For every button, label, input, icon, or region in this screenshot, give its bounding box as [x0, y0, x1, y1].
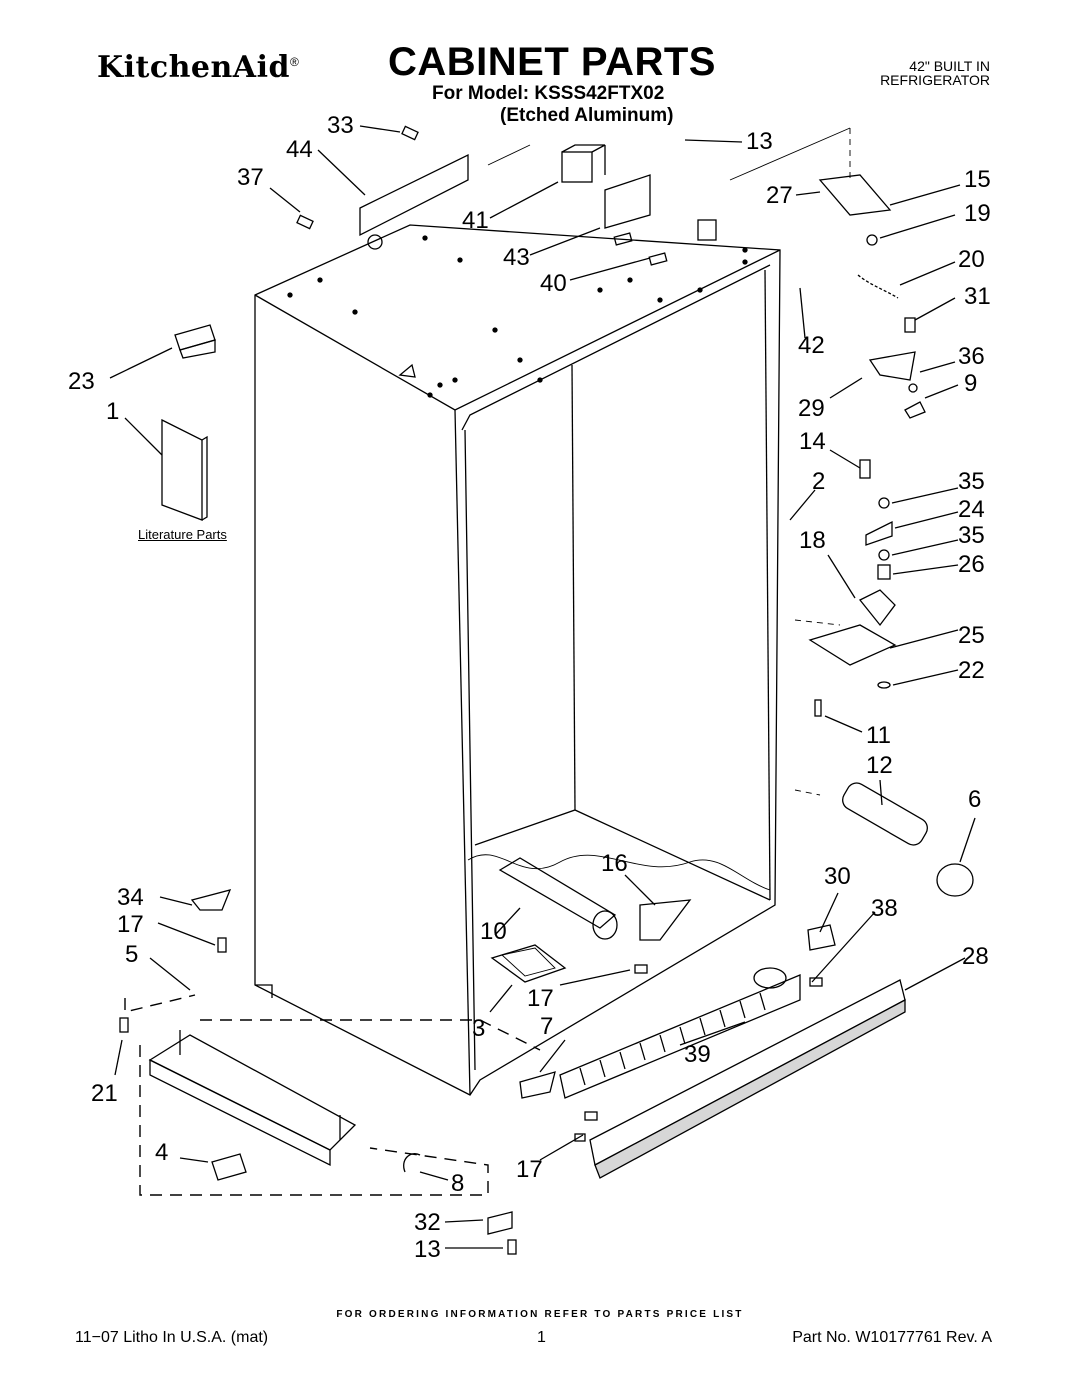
literature-booklet-icon: [161, 418, 208, 521]
callout-1: 1: [106, 398, 120, 425]
part-3-plate: [490, 944, 567, 983]
water-filter: [794, 782, 974, 897]
registered-mark: ®: [289, 55, 300, 69]
part-7-toe-grille: [559, 967, 801, 1099]
brand-wordmark: KitchenAid: [97, 50, 290, 85]
lower-base-frame: [148, 1030, 357, 1167]
ordering-note: FOR ORDERING INFORMATION REFER TO PARTS …: [336, 1309, 744, 1320]
callout-19: 19: [964, 200, 991, 227]
callout-10: 10: [480, 918, 507, 945]
part-28-kick-plate: [589, 979, 906, 1179]
callout-11: 11: [866, 722, 891, 749]
callout-6: 6: [968, 786, 982, 813]
callout-9: 9: [964, 370, 978, 397]
finish-line: (Etched Aluminum): [500, 105, 674, 126]
model-line: For Model: KSSS42FTX02: [432, 83, 665, 104]
part-41-box: [561, 144, 606, 183]
callout-13-top: 13: [746, 128, 773, 155]
callout-26: 26: [958, 551, 985, 578]
callout-40: 40: [540, 270, 567, 297]
callout-42: 42: [798, 332, 825, 359]
part-23-bracket: [174, 324, 216, 359]
callout-13-bottom: 13: [414, 1236, 441, 1263]
base-dashed-outline: [124, 994, 541, 1196]
part-44-top-bracket: [359, 144, 531, 237]
callout-23: 23: [68, 368, 95, 395]
callout-20: 20: [958, 246, 985, 273]
callout-17-middle: 17: [527, 985, 554, 1012]
part-number: Part No. W10177761 Rev. A: [792, 1329, 992, 1346]
kitchenaid-logo: KitchenAid®: [97, 50, 299, 85]
callout-25: 25: [958, 622, 985, 649]
callout-30: 30: [824, 863, 851, 890]
lower-hinge-stack: [794, 459, 897, 717]
page-number: 1: [537, 1329, 546, 1346]
callout-22: 22: [958, 657, 985, 684]
callout-35-lower: 35: [958, 522, 985, 549]
callout-2: 2: [812, 468, 826, 495]
misc-small-parts: [119, 889, 836, 1255]
callout-35-upper: 35: [958, 468, 985, 495]
callout-15: 15: [964, 166, 991, 193]
callout-39: 39: [684, 1041, 711, 1068]
callout-29: 29: [798, 395, 825, 422]
callout-34: 34: [117, 884, 144, 911]
page-title: CABINET PARTS: [388, 40, 716, 84]
callout-28: 28: [962, 943, 989, 970]
callout-17-bottom: 17: [516, 1156, 543, 1183]
cabinet-top-holes: [287, 235, 748, 398]
callout-4: 4: [155, 1139, 169, 1166]
callout-41: 41: [462, 207, 489, 234]
callout-7: 7: [540, 1013, 554, 1040]
callout-14: 14: [799, 428, 826, 455]
callout-21: 21: [91, 1080, 118, 1107]
callout-16: 16: [601, 850, 628, 877]
literature-parts-label: Literature Parts: [138, 527, 227, 542]
callout-18: 18: [799, 527, 826, 554]
callout-5: 5: [125, 941, 139, 968]
callout-36: 36: [958, 343, 985, 370]
product-type-line-1: 42" BUILT IN: [909, 58, 990, 74]
litho-text: 11−07 Litho In U.S.A. (mat): [75, 1329, 269, 1346]
callout-17-left: 17: [117, 911, 144, 938]
callout-24: 24: [958, 496, 985, 523]
callout-43: 43: [503, 244, 530, 271]
callout-12: 12: [866, 752, 893, 779]
part-10-tube-bracket: [498, 857, 692, 941]
callout-38: 38: [871, 895, 898, 922]
callout-3: 3: [472, 1015, 486, 1042]
callout-33: 33: [327, 112, 354, 139]
callout-27: 27: [766, 182, 793, 209]
callout-8: 8: [451, 1170, 465, 1197]
callout-44: 44: [286, 136, 313, 163]
callout-leader-lines: [109, 125, 976, 1249]
callout-37: 37: [237, 164, 264, 191]
product-type-line-2: REFRIGERATOR: [880, 72, 990, 88]
screw-icons-top-left: [296, 125, 419, 230]
callout-31: 31: [964, 283, 991, 310]
cabinet-shell: [254, 224, 781, 1096]
part-40-43-brackets: [604, 174, 717, 266]
top-hinge-parts: [729, 127, 926, 419]
callout-32: 32: [414, 1209, 441, 1236]
